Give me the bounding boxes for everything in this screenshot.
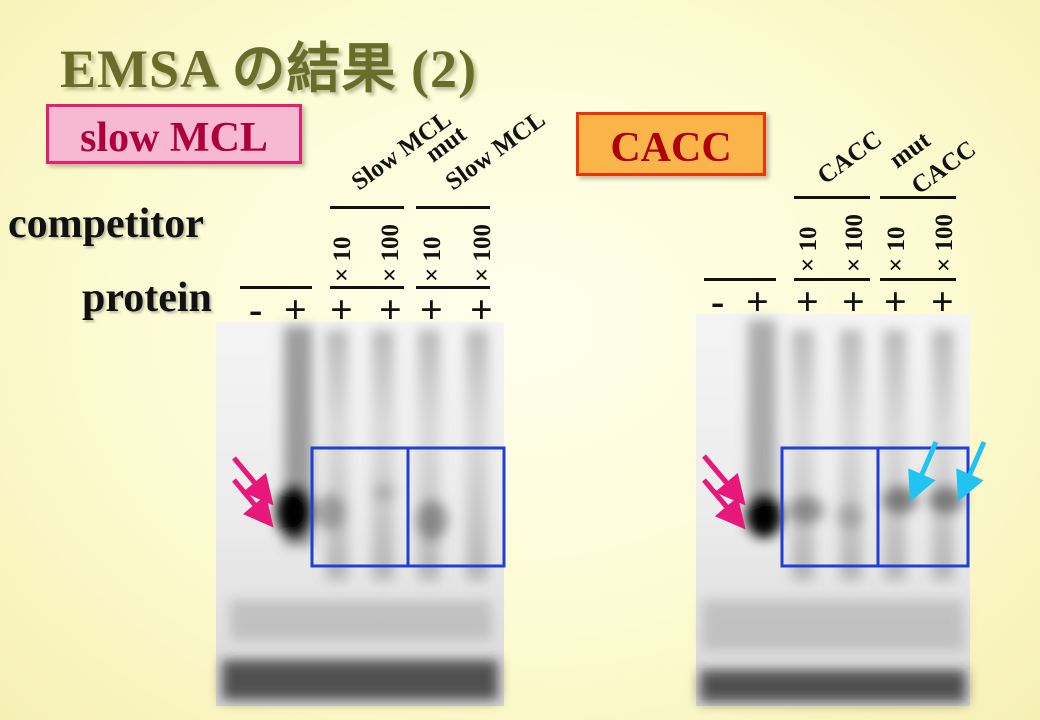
protein-sign: + bbox=[884, 279, 907, 324]
shift-arrow-icon bbox=[702, 454, 746, 530]
highlight-box bbox=[406, 446, 506, 568]
competitor-group-line bbox=[416, 206, 490, 209]
protein-sign: + bbox=[379, 287, 402, 332]
protein-group-line bbox=[330, 286, 404, 289]
competitor-group-line bbox=[880, 196, 956, 199]
protein-sign: + bbox=[842, 279, 865, 324]
protein-sign: + bbox=[796, 279, 819, 324]
highlight-box bbox=[876, 446, 970, 568]
protein-sign: + bbox=[746, 279, 769, 324]
competitor-group-line bbox=[794, 196, 870, 199]
row-label-protein: protein bbox=[82, 275, 212, 321]
protein-sign: - bbox=[711, 279, 725, 324]
protein-sign: - bbox=[249, 287, 263, 332]
label-slow-mcl: slow MCL bbox=[46, 104, 302, 164]
reduced-band-arrow-icon bbox=[908, 441, 987, 502]
protein-sign: + bbox=[330, 287, 353, 332]
row-label-competitor: competitor bbox=[8, 201, 204, 247]
protein-group-line bbox=[794, 278, 870, 281]
left-gel bbox=[216, 322, 506, 706]
protein-sign: + bbox=[284, 287, 307, 332]
protein-sign: + bbox=[931, 279, 954, 324]
protein-group-line bbox=[416, 286, 490, 289]
protein-group-line bbox=[240, 286, 312, 289]
right-gel bbox=[696, 314, 987, 706]
protein-group-line bbox=[704, 278, 776, 281]
protein-sign: + bbox=[470, 287, 493, 332]
competitor-group-line bbox=[330, 206, 404, 209]
label-cacc: CACC bbox=[576, 112, 766, 176]
protein-group-line bbox=[880, 278, 956, 281]
protein-sign: + bbox=[420, 287, 443, 332]
page-title: EMSA の結果 (2) bbox=[60, 39, 477, 99]
shift-arrow-icon bbox=[232, 456, 274, 528]
